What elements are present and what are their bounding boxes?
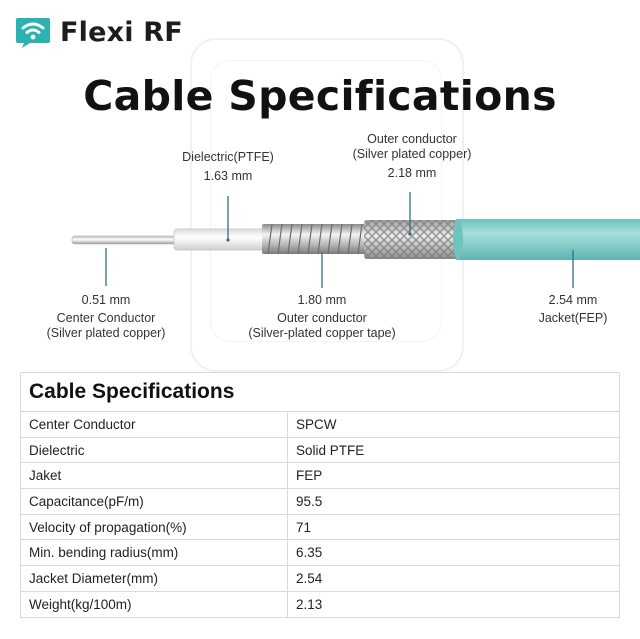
center-conductor xyxy=(71,235,185,245)
outer-braid-label-name: Outer conductor xyxy=(367,132,457,146)
coax-cable-diagram xyxy=(71,192,640,288)
table-row: Dielectric Solid PTFE xyxy=(20,436,620,464)
spec-value: FEP xyxy=(287,462,620,490)
outer-braid-label: Outer conductor (Silver plated copper) 2… xyxy=(340,132,484,181)
jacket-label-size: 2.54 mm xyxy=(548,293,598,307)
dielectric-label-size: 1.63 mm xyxy=(203,169,253,183)
brand-logo: Flexi RF xyxy=(14,14,183,50)
background-frame-inner xyxy=(210,60,442,342)
jacket-label-name: Jacket(FEP) xyxy=(538,311,608,325)
spec-value: 71 xyxy=(287,513,620,541)
page-title: Cable Specifications xyxy=(83,72,557,120)
spec-key: Dielectric xyxy=(20,436,288,464)
center-label-material: (Silver plated copper) xyxy=(46,326,166,340)
spec-value: SPCW xyxy=(287,411,620,438)
table-row: Capacitance(pF/m) 95.5 xyxy=(20,488,620,515)
spec-value: 2.54 xyxy=(287,565,620,592)
table-row: Center Conductor SPCW xyxy=(20,411,620,438)
spec-value: 6.35 xyxy=(287,539,620,567)
table-row: Min. bending radius(mm) 6.35 xyxy=(20,539,620,567)
center-conductor-label: 0.51 mm Center Conductor (Silver plated … xyxy=(36,293,176,341)
leader-lines xyxy=(105,192,574,288)
spec-value: 95.5 xyxy=(287,488,620,515)
outer-tape-label-size: 1.80 mm xyxy=(297,293,347,307)
specs-table: Cable Specifications Center Conductor SP… xyxy=(20,372,620,618)
brand-name: Flexi RF xyxy=(60,16,183,48)
spec-key: Min. bending radius(mm) xyxy=(20,539,288,567)
dielectric-label-name: Dielectric(PTFE) xyxy=(182,150,274,164)
spec-key: Weight(kg/100m) xyxy=(20,590,288,618)
table-row: Jaket FEP xyxy=(20,462,620,490)
background-frame xyxy=(190,38,464,372)
tape-wraps xyxy=(267,223,363,255)
dielectric-label: Dielectric(PTFE) 1.63 mm xyxy=(168,150,288,184)
spec-key: Jaket xyxy=(20,462,288,490)
outer-braid-label-material: (Silver plated copper) xyxy=(352,147,472,161)
spec-key: Capacitance(pF/m) xyxy=(20,488,288,515)
specs-table-header: Cable Specifications xyxy=(20,372,620,412)
outer-conductor-tape xyxy=(262,224,368,254)
cable-jacket xyxy=(456,219,640,260)
spec-value: 2.13 xyxy=(287,590,620,618)
outer-tape-label: 1.80 mm Outer conductor (Silver-plated c… xyxy=(232,293,412,341)
outer-tape-label-material: (Silver-plated copper tape) xyxy=(248,326,396,340)
specs-table-heading: Cable Specifications xyxy=(20,372,620,412)
outer-braid-label-size: 2.18 mm xyxy=(387,166,437,180)
center-label-name: Center Conductor xyxy=(56,311,156,325)
wifi-signal-icon xyxy=(16,18,50,48)
spec-key: Center Conductor xyxy=(20,411,288,438)
center-label-size: 0.51 mm xyxy=(81,293,131,307)
table-row: Jacket Diameter(mm) 2.54 xyxy=(20,565,620,592)
table-row: Weight(kg/100m) 2.13 xyxy=(20,590,620,618)
dielectric-layer xyxy=(173,228,271,251)
table-row: Velocity of propagation(%) 71 xyxy=(20,513,620,541)
jacket-label: 2.54 mm Jacket(FEP) xyxy=(520,293,626,326)
spec-key: Velocity of propagation(%) xyxy=(20,513,288,541)
outer-tape-label-name: Outer conductor xyxy=(277,311,367,325)
spec-key: Jacket Diameter(mm) xyxy=(20,565,288,592)
spec-value: Solid PTFE xyxy=(287,436,620,464)
